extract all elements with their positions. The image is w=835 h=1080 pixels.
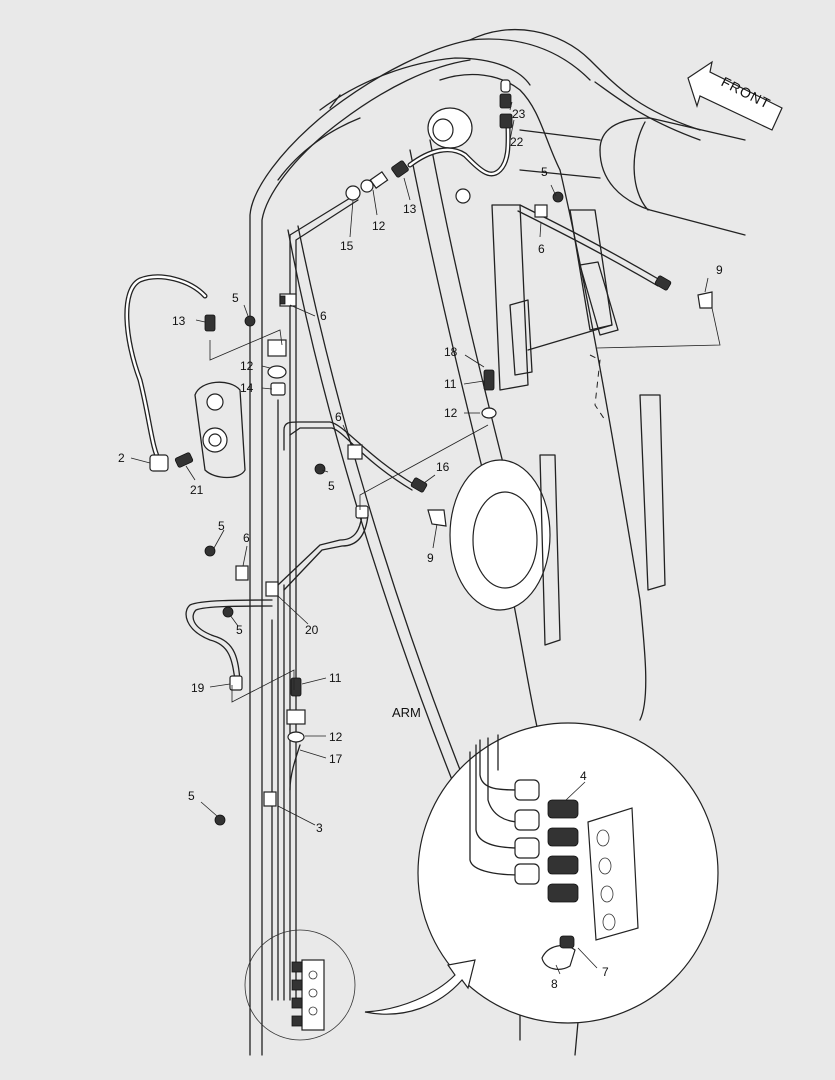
callout-6d: 6 [243, 531, 250, 545]
callout-6a: 6 [538, 242, 545, 256]
callout-12d: 12 [329, 730, 343, 744]
callout-5a: 5 [541, 165, 548, 179]
callout-4: 4 [580, 769, 587, 783]
callout-5c: 5 [328, 479, 335, 493]
callout-12a: 12 [372, 219, 386, 233]
callout-7: 7 [602, 965, 609, 979]
callout-3: 3 [316, 821, 323, 835]
magnified-detail-circle [417, 722, 719, 1024]
callout-2: 2 [118, 451, 125, 465]
callout-23: 23 [512, 107, 526, 121]
callout-9a: 9 [716, 263, 723, 277]
callout-22: 22 [510, 135, 524, 149]
callout-8: 8 [551, 977, 558, 991]
callout-18: 18 [444, 345, 458, 359]
callout-labels: 23 22 5 6 9 13 12 15 5 6 13 12 14 2 21 1… [118, 107, 723, 991]
callout-6c: 6 [335, 410, 342, 424]
callout-13a: 13 [403, 202, 417, 216]
callout-12c: 12 [444, 406, 458, 420]
callout-12b: 12 [240, 359, 254, 373]
callout-9b: 9 [427, 551, 434, 565]
callout-5b: 5 [232, 291, 239, 305]
callout-21: 21 [190, 483, 204, 497]
small-detail-circle [244, 929, 356, 1041]
callout-5e: 5 [236, 623, 243, 637]
leader-lines [130, 101, 721, 975]
callout-11a: 11 [444, 377, 457, 391]
arm-label: ARM [392, 705, 421, 720]
callout-5f: 5 [188, 789, 195, 803]
arm-structure [194, 28, 746, 1056]
callout-11b: 11 [329, 671, 342, 685]
callout-17: 17 [329, 752, 343, 766]
detail-pointer-arrow [364, 959, 476, 1015]
fittings [149, 79, 713, 826]
hydraulic-lines [124, 122, 661, 1001]
callout-16: 16 [436, 460, 450, 474]
callout-5d: 5 [218, 519, 225, 533]
callout-6b: 6 [320, 309, 327, 323]
callout-20: 20 [305, 623, 319, 637]
callout-13b: 13 [172, 314, 186, 328]
callout-14: 14 [240, 381, 254, 395]
callout-19: 19 [191, 681, 205, 695]
callout-15: 15 [340, 239, 354, 253]
